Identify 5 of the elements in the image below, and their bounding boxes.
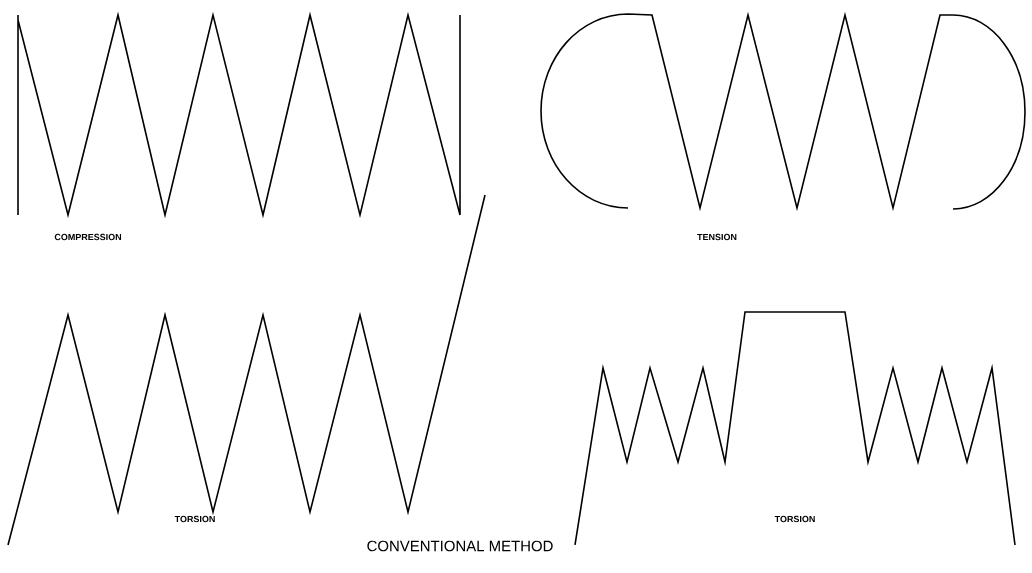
- spring-label: TENSION: [697, 233, 737, 241]
- spring-label: TORSION: [174, 515, 215, 523]
- caption: CONVENTIONAL METHOD: [367, 540, 553, 552]
- spring-label: TORSION: [774, 515, 815, 523]
- spring-label: COMPRESSION: [54, 233, 122, 241]
